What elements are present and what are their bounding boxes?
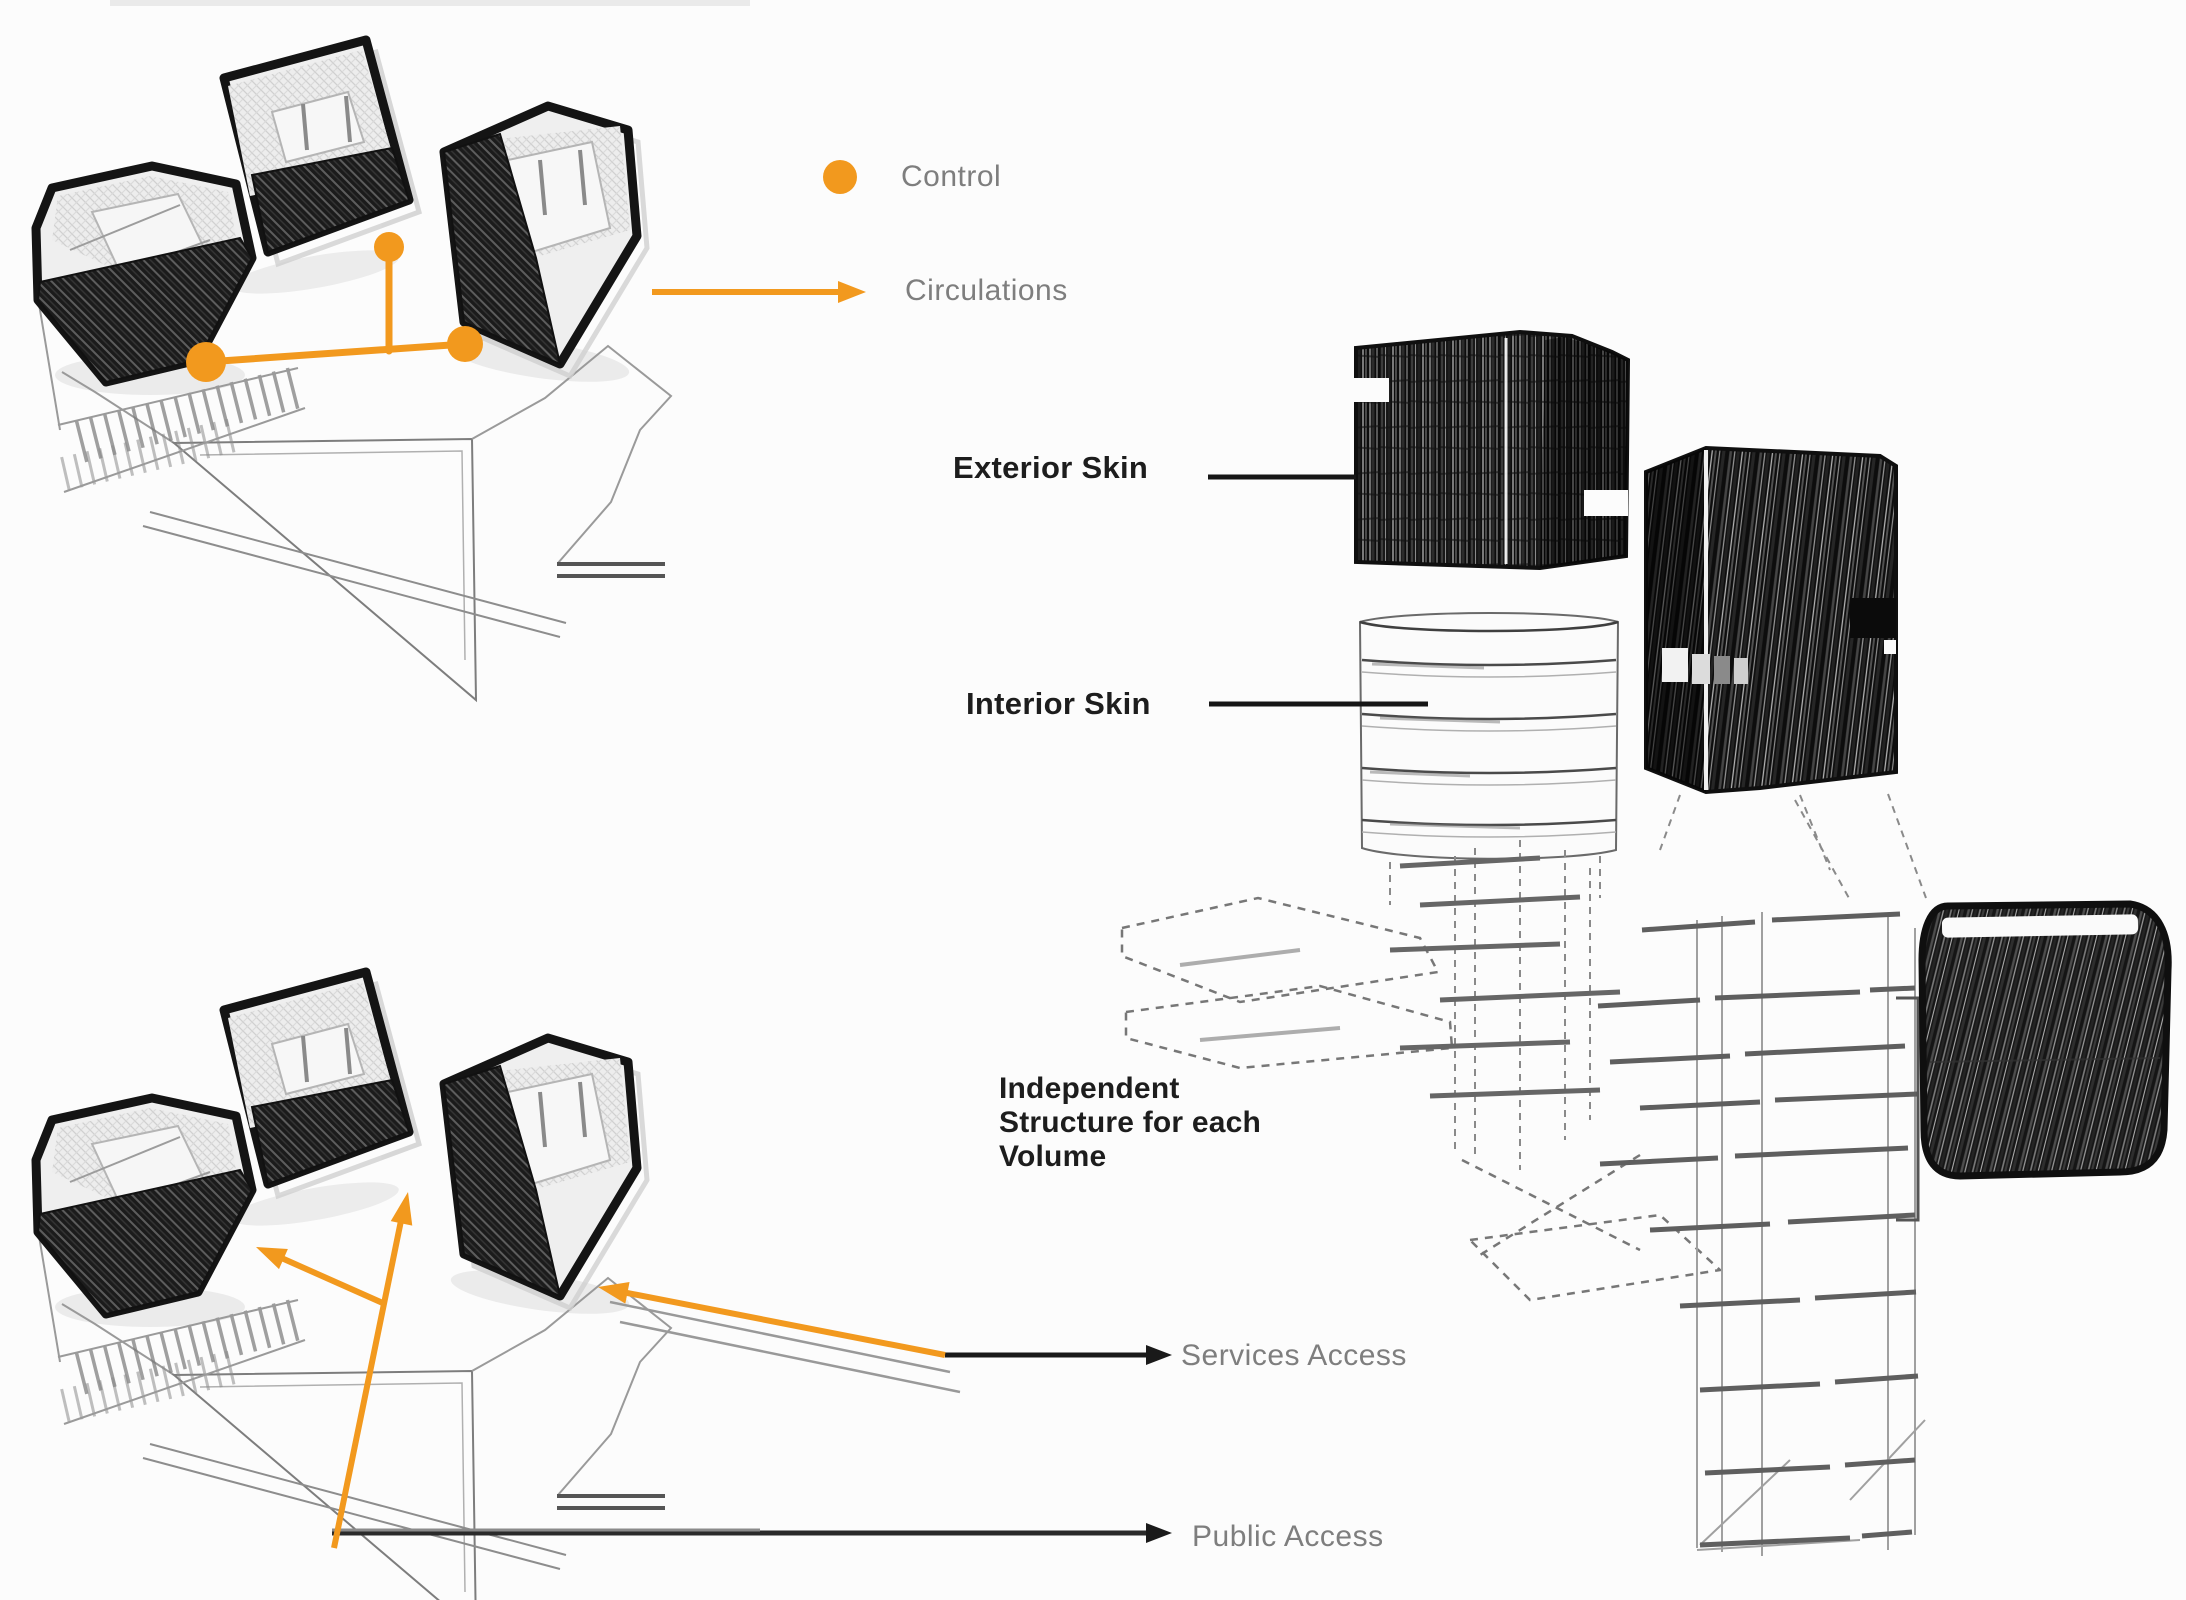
- independent-structure-label: Independent Structure for each Volume: [999, 1072, 1261, 1173]
- plan-extension-lines: [609, 1300, 961, 1394]
- control-point-dot: [447, 326, 483, 362]
- public-access-label: Public Access: [1192, 1520, 1384, 1553]
- exterior-skin-label: Exterior Skin: [953, 450, 1149, 485]
- orange-arrow-icon: [652, 281, 866, 303]
- services-access-label: Services Access: [1181, 1339, 1407, 1372]
- circulation-route-line: [202, 340, 469, 366]
- legend-control-label: Control: [901, 160, 1002, 193]
- public-access-arrow: [332, 1523, 1172, 1543]
- control-circulation-overlay: [186, 232, 483, 382]
- branch-access-route: [256, 1247, 387, 1307]
- site-sketch-top: [36, 40, 671, 700]
- interior-skin-label: Interior Skin: [966, 686, 1151, 721]
- public-access-route: [331, 1192, 413, 1549]
- services-access-route: [598, 1281, 946, 1358]
- site-sketch-bottom: [36, 972, 671, 1600]
- interior-skin-stack: [1358, 612, 1620, 860]
- control-point-dot: [374, 232, 404, 262]
- legend-circulations-label: Circulations: [905, 274, 1068, 307]
- scan-artifact: [110, 0, 750, 6]
- legend: [652, 160, 866, 303]
- clad-volume-barrel: [1918, 900, 2172, 1180]
- exterior-skin-box-left: [1353, 329, 1631, 571]
- services-access-arrow: [945, 1345, 1172, 1365]
- orange-dot-icon: [823, 160, 857, 194]
- access-overlay: [256, 1192, 1172, 1549]
- exterior-skin-box-right: [1644, 445, 1898, 795]
- structure-frame-right: [1597, 911, 1926, 1556]
- structure-wireframe: [1120, 793, 1927, 1302]
- control-point-dot: [186, 342, 226, 382]
